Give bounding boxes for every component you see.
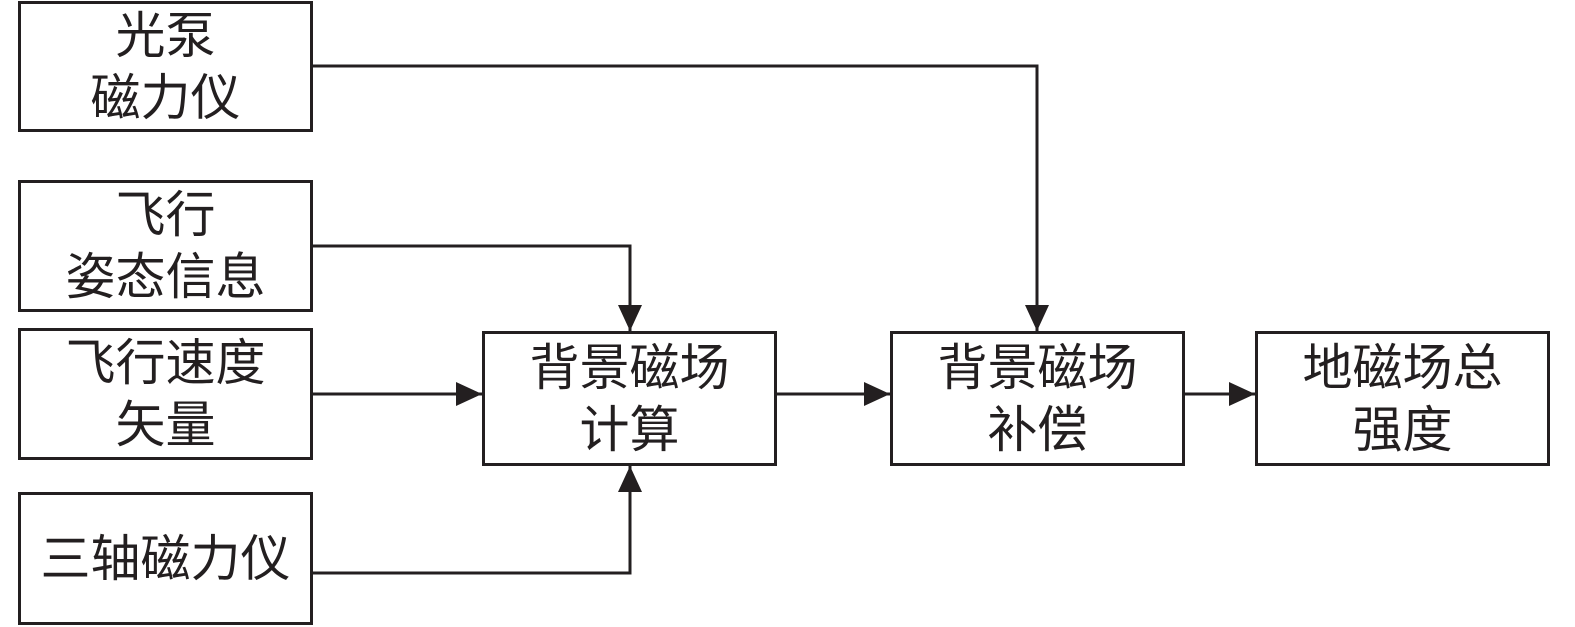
edge-triaxial-to-calculation — [311, 466, 632, 575]
edge-optical-pump-to-compensation — [311, 64, 1039, 331]
node-optical-pump-magnetometer: 光泵 磁力仪 — [18, 1, 313, 132]
node-label-line: 背景磁场 — [937, 338, 1138, 397]
node-label-line: 背景磁场 — [529, 338, 730, 397]
node-label-line: 强度 — [1352, 400, 1453, 459]
node-flight-velocity: 飞行速度 矢量 — [18, 328, 313, 460]
node-label-line: 地磁场总 — [1302, 338, 1503, 397]
node-total-field-intensity: 地磁场总 强度 — [1255, 331, 1550, 466]
arrowhead-calculation-bottom — [618, 466, 642, 492]
node-label-line: 光泵 — [115, 6, 216, 65]
arrowhead-calculation-top — [618, 305, 642, 331]
node-label-line: 飞行 — [115, 186, 216, 244]
node-flight-attitude: 飞行 姿态信息 — [18, 180, 313, 312]
node-label-line: 三轴磁力仪 — [40, 529, 291, 588]
node-label-line: 计算 — [579, 400, 680, 459]
arrowhead-compensation-left — [864, 382, 890, 406]
arrowhead-calculation-left — [456, 382, 482, 406]
node-label-line: 矢量 — [115, 396, 216, 454]
node-label-line: 磁力仪 — [90, 68, 241, 127]
edge-attitude-to-calculation — [311, 244, 632, 331]
arrowhead-total-left — [1229, 382, 1255, 406]
node-label-line: 补偿 — [987, 400, 1088, 459]
node-triaxial-magnetometer: 三轴磁力仪 — [18, 492, 313, 625]
arrowhead-compensation-top — [1025, 305, 1049, 331]
node-label-line: 姿态信息 — [65, 248, 266, 306]
node-background-field-calculation: 背景磁场 计算 — [482, 331, 777, 466]
node-label-line: 飞行速度 — [65, 334, 266, 392]
node-background-field-compensation: 背景磁场 补偿 — [890, 331, 1185, 466]
